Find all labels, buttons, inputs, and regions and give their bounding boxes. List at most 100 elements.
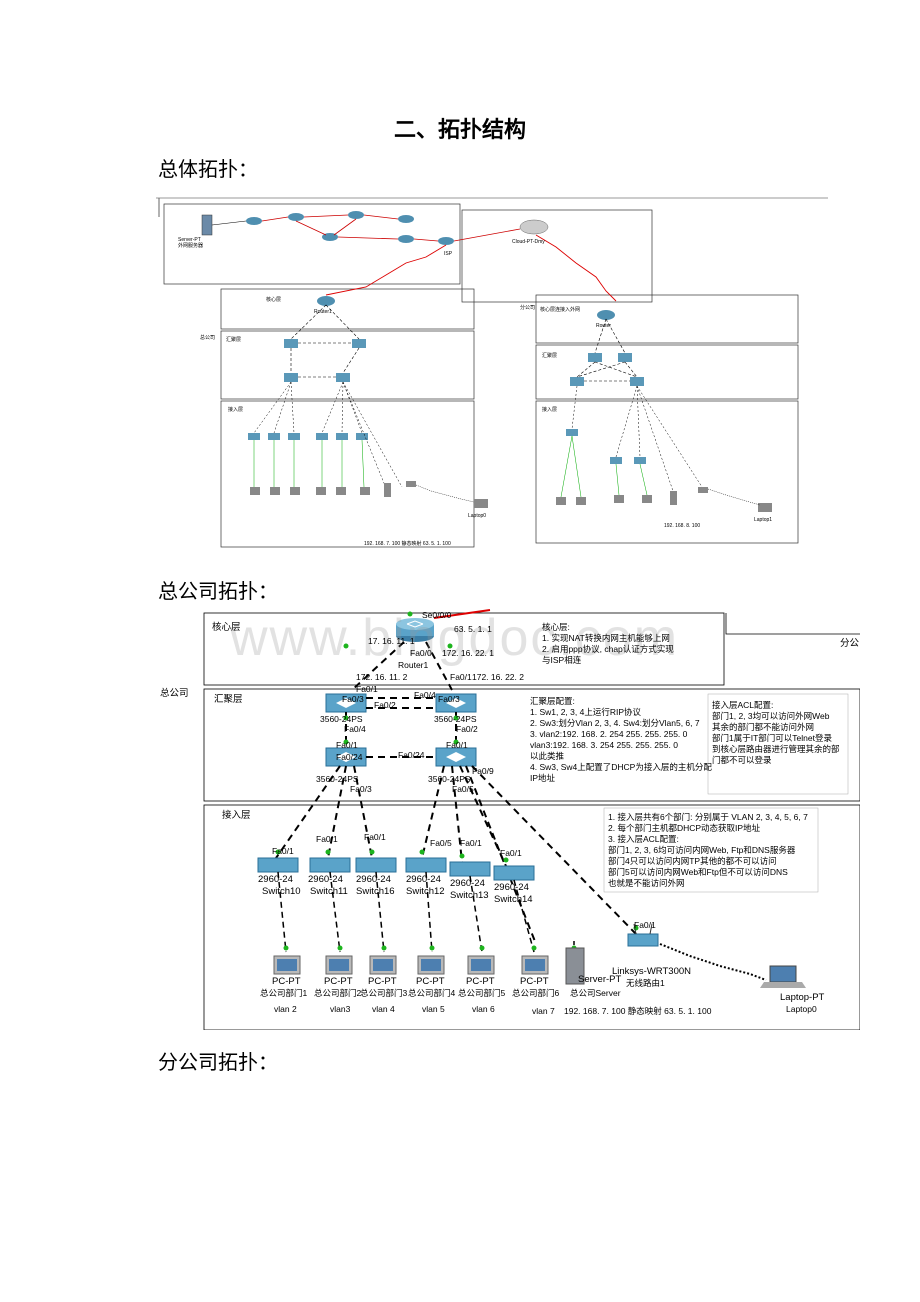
host-0-vlan: vlan 2 xyxy=(274,1004,297,1014)
agg-note-line-0: 汇聚层配置: xyxy=(530,696,575,706)
acl-note-line-0: 接入层ACL配置: xyxy=(712,700,774,710)
sw4-model: 3560-24PS xyxy=(428,774,471,784)
sw1-fa01: Fa0/1 xyxy=(356,684,378,694)
router-name: Router1 xyxy=(398,660,429,670)
ov-laptop-right: Laptop1 xyxy=(754,517,773,523)
access-note-line-6: 也就是不能访问外网 xyxy=(608,878,685,888)
router-s000-label: Se0/0/0 xyxy=(422,610,452,620)
overall-topology-label: 总体拓扑： xyxy=(158,157,258,181)
core-note: 核心层: 1. 实现NAT转换内网主机能够上网 2. 启用ppp协议, chap… xyxy=(542,622,674,666)
access-note-line-4: 部门4只可以访问内网TP其他的都不可以访问 xyxy=(608,856,777,866)
sw2-fa03: Fa0/3 xyxy=(438,694,460,704)
host-5-type: PC-PT xyxy=(520,976,549,987)
host-3-vlan: vlan 5 xyxy=(422,1004,445,1014)
server-label: 总公司Server xyxy=(570,988,621,998)
sw14-fa01: Fa0/1 xyxy=(500,848,522,858)
host-1-label: 总公司部门2 xyxy=(314,988,362,998)
wrt-fa01: Fa0/1 xyxy=(634,920,656,930)
agg-note: 汇聚层配置: 1. Sw1, 2, 3, 4上运行RIP协议 2. Sw3:划分… xyxy=(530,696,712,784)
host-1-vlan: vlan3 xyxy=(330,1004,351,1014)
router1-icon xyxy=(396,618,434,642)
host-2-vlan: vlan 4 xyxy=(372,1004,395,1014)
watermark: www.bingdoc.com xyxy=(230,609,680,667)
access-note-line-5: 部门5可以访问内网Web和Ftp但不可以访问DNS xyxy=(608,867,788,877)
core-note-line-0: 核心层: xyxy=(542,622,570,632)
sw1-model: 3560-24PS xyxy=(320,714,363,724)
access-switch-0-name: Switch10 xyxy=(262,886,301,897)
host-0-label: 总公司部门1 xyxy=(260,988,308,998)
sw3-fa03: Fa0/3 xyxy=(350,784,372,794)
ov-nat-note: 192. 168. 7. 100 静态映射 63. 5. 1. 100 xyxy=(364,541,451,547)
hq-side-label: 总公司 xyxy=(160,688,189,699)
access-note-line-1: 2. 每个部门主机都DHCP动态获取IP地址 xyxy=(608,823,761,833)
overall-topology-svg xyxy=(156,197,828,548)
access-note-line-3: 部门1, 2, 3, 6均可访问内网Web, Ftp和DNS服务器 xyxy=(608,845,796,855)
acl-note-line-2: 其余的部门都不能访问外网 xyxy=(712,722,815,732)
host-5-vlan: vlan 7 xyxy=(532,1006,555,1016)
hq-core-layer-label: 核心层 xyxy=(212,622,241,633)
router-right-ip: 172. 16. 22. 1 xyxy=(442,648,494,658)
ov-cloud-label: Cloud-PT-Dmy xyxy=(512,239,545,245)
branch-topology-label: 分公司拓扑： xyxy=(158,1050,278,1074)
access-switch-4-name: Switch13 xyxy=(450,890,489,901)
host-3-label: 总公司部门4 xyxy=(408,988,456,998)
agg-note-line-7: IP地址 xyxy=(530,773,556,783)
ov-hq-access-label: 接入层 xyxy=(228,407,244,413)
wireless-label: 无线路由1 xyxy=(626,978,665,988)
sw4-fa05: Fa0/5 xyxy=(452,784,474,794)
access-switch-3-model: 2960-24 xyxy=(406,874,441,885)
acl-note-line-5: 门都不可以登录 xyxy=(712,755,772,765)
laptop-type: Laptop-PT xyxy=(780,992,825,1003)
nat-note: 192. 168. 7. 100 静态映射 63. 5. 1. 100 xyxy=(564,1006,712,1016)
laptop-label: Laptop0 xyxy=(786,1004,817,1014)
sw2-fa04: Fa0/4 xyxy=(414,690,436,700)
access-note-line-0: 1. 接入层共有6个部门: 分别属于 VLAN 2, 3, 4, 5, 6, 7 xyxy=(608,812,808,822)
host-4-label: 总公司部门5 xyxy=(458,988,506,998)
access-switch-0-model: 2960-24 xyxy=(258,874,293,885)
sw1-fa03: Fa0/3 xyxy=(342,694,364,704)
ov-server-label: Server-PT xyxy=(178,237,201,243)
host-0-type: PC-PT xyxy=(272,976,301,987)
sw2-model: 3560-24PS xyxy=(434,714,477,724)
ov-hq-router-label: Router1 xyxy=(314,309,332,315)
agg-left-ip: 172. 16. 11. 2 xyxy=(356,672,408,682)
sw1-fa02: Fa0/2 xyxy=(374,700,396,710)
acl-note-line-1: 部门1, 2, 3均可以访问外网Web xyxy=(712,711,830,721)
agg-note-line-4: vlan3:192. 168. 3. 254 255. 255. 255. 0 xyxy=(530,740,678,750)
ov-branch-router-label: Router xyxy=(596,323,612,329)
acl-note: 接入层ACL配置: 部门1, 2, 3均可以访问外网Web 其余的部门都不能访问… xyxy=(712,700,840,766)
access-switch-4-model: 2960-24 xyxy=(450,878,485,889)
hq-agg-layer-label: 汇聚层 xyxy=(214,694,243,705)
sw16-fa01: Fa0/1 xyxy=(364,832,386,842)
sw11-fa01: Fa0/1 xyxy=(316,834,338,844)
ov-laptop-left: Laptop0 xyxy=(468,513,487,519)
core-note-line-3: 与ISP相连 xyxy=(542,655,582,665)
sw12-fa05: Fa0/5 xyxy=(430,838,452,848)
hq-topology-figure: www.bingdoc.com 核心层 汇聚层 接入层 总公司 分公 Se0/0… xyxy=(160,608,861,1031)
agg-right-ip: 172. 16. 22. 2 xyxy=(472,672,524,682)
router-wan-ip: 63. 5. 1. 1 xyxy=(454,624,492,634)
agg-note-line-5: 以此类推 xyxy=(530,751,565,761)
access-switch-1-name: Switch11 xyxy=(310,886,348,897)
sw4-icon xyxy=(435,747,477,767)
host-4-vlan: vlan 6 xyxy=(472,1004,495,1014)
access-switch-5-name: Switch14 xyxy=(494,894,533,905)
router-fa00-label: Fa0/0 xyxy=(410,648,432,658)
router-left-ip: 17. 16. 11. 1 xyxy=(368,636,415,646)
agg-note-line-1: 1. Sw1, 2, 3, 4上运行RIP协议 xyxy=(530,707,642,717)
server-type: Server-PT xyxy=(578,974,622,985)
sw1-icon xyxy=(325,693,367,713)
host-2-type: PC-PT xyxy=(368,976,397,987)
branch-side-label: 分公 xyxy=(840,638,860,649)
sw4-fa09: Fa0/9 xyxy=(472,766,494,776)
host-3-type: PC-PT xyxy=(416,976,445,987)
core-note-line-2: 2. 启用ppp协议, chap认证方式实现 xyxy=(542,644,674,654)
hq-topology-label: 总公司拓扑： xyxy=(158,579,278,603)
sw10-fa01: Fa0/1 xyxy=(272,846,294,856)
sw3-fa024: Fa0/24 xyxy=(336,752,363,762)
ov-branch-access-label: 接入层 xyxy=(542,407,558,413)
ov-hq-agg-label: 汇聚层 xyxy=(226,337,242,343)
access-switch-5-model: 2960-24 xyxy=(494,882,529,893)
ov-hq-core-label: 核心层 xyxy=(266,297,282,303)
host-2-label: 总公司部门3 xyxy=(360,988,408,998)
